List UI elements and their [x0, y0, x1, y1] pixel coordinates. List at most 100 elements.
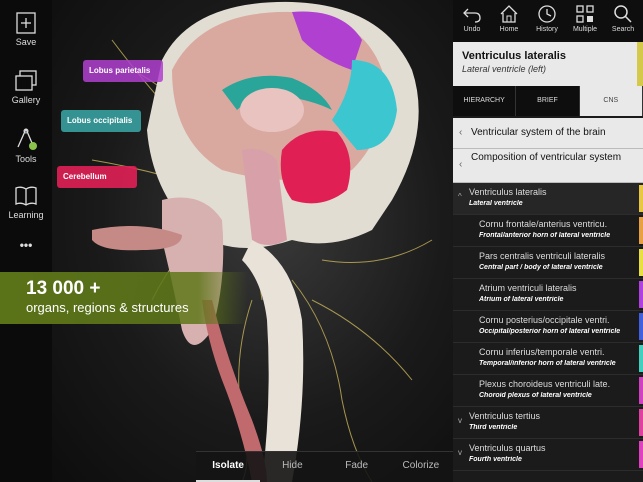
left-toolbar: Save Gallery Tools Learning ••• — [0, 0, 52, 482]
breadcrumb-label: Ventricular system of the brain — [471, 127, 606, 138]
tools-icon — [17, 128, 37, 150]
save-icon — [16, 12, 36, 34]
label-lobus-occipitalis[interactable]: Lobus occipitalis — [61, 110, 141, 132]
multiple-button[interactable]: Multiple — [568, 4, 602, 33]
undo-button[interactable]: Undo — [455, 4, 489, 33]
structure-header: Ventriculus lateralis Lateral ventricle … — [453, 42, 643, 86]
color-chip — [639, 377, 643, 404]
anatomy-viewport[interactable]: Lobus parietalis Lobus occipitalis Cereb… — [52, 0, 453, 482]
chevron-left-icon: ‹ — [459, 127, 463, 138]
breadcrumb-ventricular-system[interactable]: ‹ Ventricular system of the brain — [453, 118, 643, 149]
chevron-down-icon: v — [458, 448, 462, 457]
panel-tabs: HIERARCHY BRIEF CNS — [453, 86, 643, 116]
tab-hierarchy[interactable]: HIERARCHY — [453, 86, 517, 116]
book-icon — [15, 186, 37, 206]
list-item-name: Pars centralis ventriculi lateralis — [479, 251, 606, 261]
multiple-icon — [576, 5, 594, 23]
history-icon — [538, 5, 556, 23]
list-item[interactable]: v Ventriculus tertius Third ventricle — [453, 407, 643, 439]
color-chip — [639, 185, 643, 212]
list-item-name: Atrium ventriculi lateralis — [479, 283, 577, 293]
label-cerebellum[interactable]: Cerebellum — [57, 166, 137, 188]
list-item-translation: Fourth ventricle — [469, 456, 522, 463]
chevron-down-icon: v — [458, 416, 462, 425]
hide-button[interactable]: Hide — [260, 451, 325, 482]
label-lobus-occipitalis-text: Lobus occipitalis — [67, 116, 133, 125]
structure-title: Ventriculus lateralis — [462, 50, 566, 62]
list-item-name: Plexus choroideus ventriculi late. — [479, 379, 611, 389]
history-label: History — [536, 26, 558, 33]
list-item-name: Ventriculus tertius — [469, 411, 541, 421]
colorize-button[interactable]: Colorize — [388, 451, 453, 482]
gallery-button[interactable]: Gallery — [0, 70, 52, 105]
home-icon — [500, 5, 518, 23]
isolate-button[interactable]: Isolate — [196, 451, 261, 482]
learning-button[interactable]: Learning — [0, 185, 52, 220]
color-chip — [639, 249, 643, 276]
tab-cns[interactable]: CNS — [579, 86, 643, 116]
list-item-name: Cornu frontale/anterius ventricu. — [479, 219, 608, 229]
list-item-translation: Choroid plexus of lateral ventricle — [479, 392, 592, 399]
list-item[interactable]: v Ventriculus quartus Fourth ventricle — [453, 439, 643, 471]
label-lobus-parietalis-text: Lobus parietalis — [89, 66, 151, 75]
search-icon — [614, 5, 632, 23]
label-lobus-parietalis[interactable]: Lobus parietalis — [83, 60, 163, 82]
list-item-name: Cornu posterius/occipitale ventri. — [479, 315, 610, 325]
list-item-translation: Atrium of lateral ventricle — [479, 296, 564, 303]
color-chip — [639, 441, 643, 468]
list-item-name: Cornu inferius/temporale ventri. — [479, 347, 605, 357]
gallery-label: Gallery — [11, 95, 41, 105]
list-item-translation: Central part / body of lateral ventricle — [479, 264, 603, 271]
promo-caption: organs, regions & structures — [26, 300, 189, 315]
more-button[interactable]: ••• — [0, 238, 52, 252]
color-chip — [639, 345, 643, 372]
list-item-translation: Third ventricle — [469, 424, 518, 431]
multiple-label: Multiple — [572, 26, 598, 33]
top-toolbar: Undo Home History Multiple Search — [453, 0, 643, 42]
breadcrumb-composition[interactable]: ‹ Composition of ventricular system — [453, 149, 643, 183]
color-chip — [639, 313, 643, 340]
learning-label: Learning — [8, 210, 44, 220]
list-item-translation: Temporal/inferior horn of lateral ventri… — [479, 360, 616, 367]
undo-label: Undo — [463, 26, 481, 33]
home-button[interactable]: Home — [492, 4, 526, 33]
undo-icon — [463, 8, 481, 23]
home-label: Home — [499, 26, 519, 33]
tools-button[interactable]: Tools — [0, 127, 52, 164]
save-button[interactable]: Save — [0, 12, 52, 47]
list-item[interactable]: ^ Ventriculus lateralis Lateral ventricl… — [453, 183, 643, 215]
list-item[interactable]: Cornu frontale/anterius ventricu. Fronta… — [453, 215, 643, 247]
structure-subtitle: Lateral ventricle (left) — [462, 64, 547, 74]
tab-brief[interactable]: BRIEF — [516, 86, 580, 116]
list-item[interactable]: Cornu posterius/occipitale ventri. Occip… — [453, 311, 643, 343]
search-label: Search — [611, 26, 635, 33]
list-item[interactable]: Pars centralis ventriculi lateralis Cent… — [453, 247, 643, 279]
structure-color-chip — [637, 42, 643, 86]
color-chip — [639, 217, 643, 244]
list-item-translation: Lateral ventricle — [469, 200, 523, 207]
list-item-translation: Frontal/anterior horn of lateral ventric… — [479, 232, 611, 239]
breadcrumb-label: Composition of ventricular system — [471, 152, 622, 163]
search-button[interactable]: Search — [606, 4, 640, 33]
list-item-name: Ventriculus quartus — [469, 443, 546, 453]
chevron-left-icon: ‹ — [459, 159, 463, 170]
save-label: Save — [15, 37, 37, 47]
action-bar: Isolate Hide Fade Colorize — [196, 451, 453, 482]
list-item[interactable]: Cornu inferius/temporale ventri. Tempora… — [453, 343, 643, 375]
more-icon: ••• — [19, 238, 33, 252]
promo-banner: 13 000 + organs, regions & structures — [0, 272, 248, 324]
tools-label: Tools — [15, 154, 37, 164]
list-item[interactable]: Atrium ventriculi lateralis Atrium of la… — [453, 279, 643, 311]
gallery-icon — [15, 70, 37, 91]
label-cerebellum-text: Cerebellum — [63, 172, 107, 181]
list-item[interactable]: Plexus choroideus ventriculi late. Choro… — [453, 375, 643, 407]
history-button[interactable]: History — [530, 4, 564, 33]
list-item-name: Ventriculus lateralis — [469, 187, 547, 197]
list-item-translation: Occipital/posterior horn of lateral vent… — [479, 328, 621, 335]
chevron-up-icon: ^ — [458, 192, 462, 201]
color-chip — [639, 409, 643, 436]
color-chip — [639, 281, 643, 308]
promo-count: 13 000 + — [26, 278, 101, 299]
fade-button[interactable]: Fade — [324, 451, 389, 482]
structure-panel: Ventriculus lateralis Lateral ventricle … — [453, 42, 643, 482]
